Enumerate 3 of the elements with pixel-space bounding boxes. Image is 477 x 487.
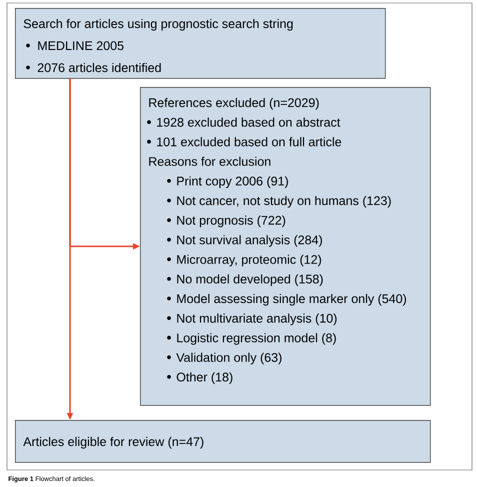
process-box: Search for articles using prognostic search string MEDLINE 2005 2076 articles identified <box>15 8 386 79</box>
process-box: References excluded (n=2029) 1928 excluded based on abstract 101 excluded based on full article Reasons for exclusion Print copy 2006 (91) Not cancer, not study on humans (123) Not prognosis (722) Not survival analysis (284) Microarray, proteomic (12) No model developed (158) Model assessing single marker only (540) Not multivariate analysis (10) Logistic regression model (8) Validation only (63) Other (18) <box>140 87 431 406</box>
process-box: Articles eligible for review (n=47) <box>15 420 431 463</box>
